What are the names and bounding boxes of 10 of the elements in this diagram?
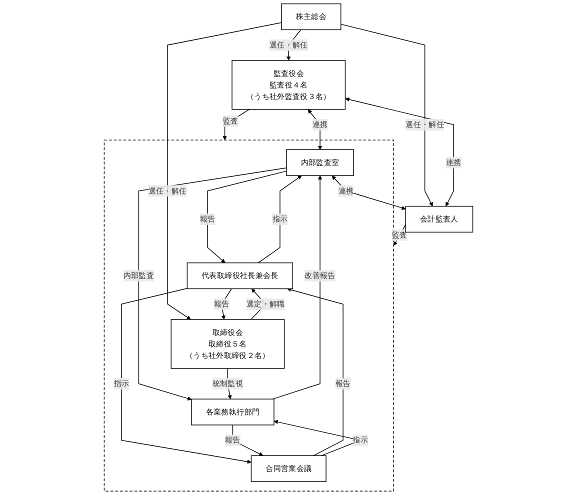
- arrow: [258, 175, 302, 264]
- arrow: [345, 97, 454, 206]
- arrow: [340, 24, 433, 206]
- arrow: [272, 175, 322, 400]
- arrow: [207, 170, 287, 264]
- arrow: [222, 109, 250, 140]
- arrow: [308, 109, 322, 150]
- arrow: [286, 288, 344, 456]
- arrow: [232, 424, 264, 456]
- arrow: [332, 176, 406, 210]
